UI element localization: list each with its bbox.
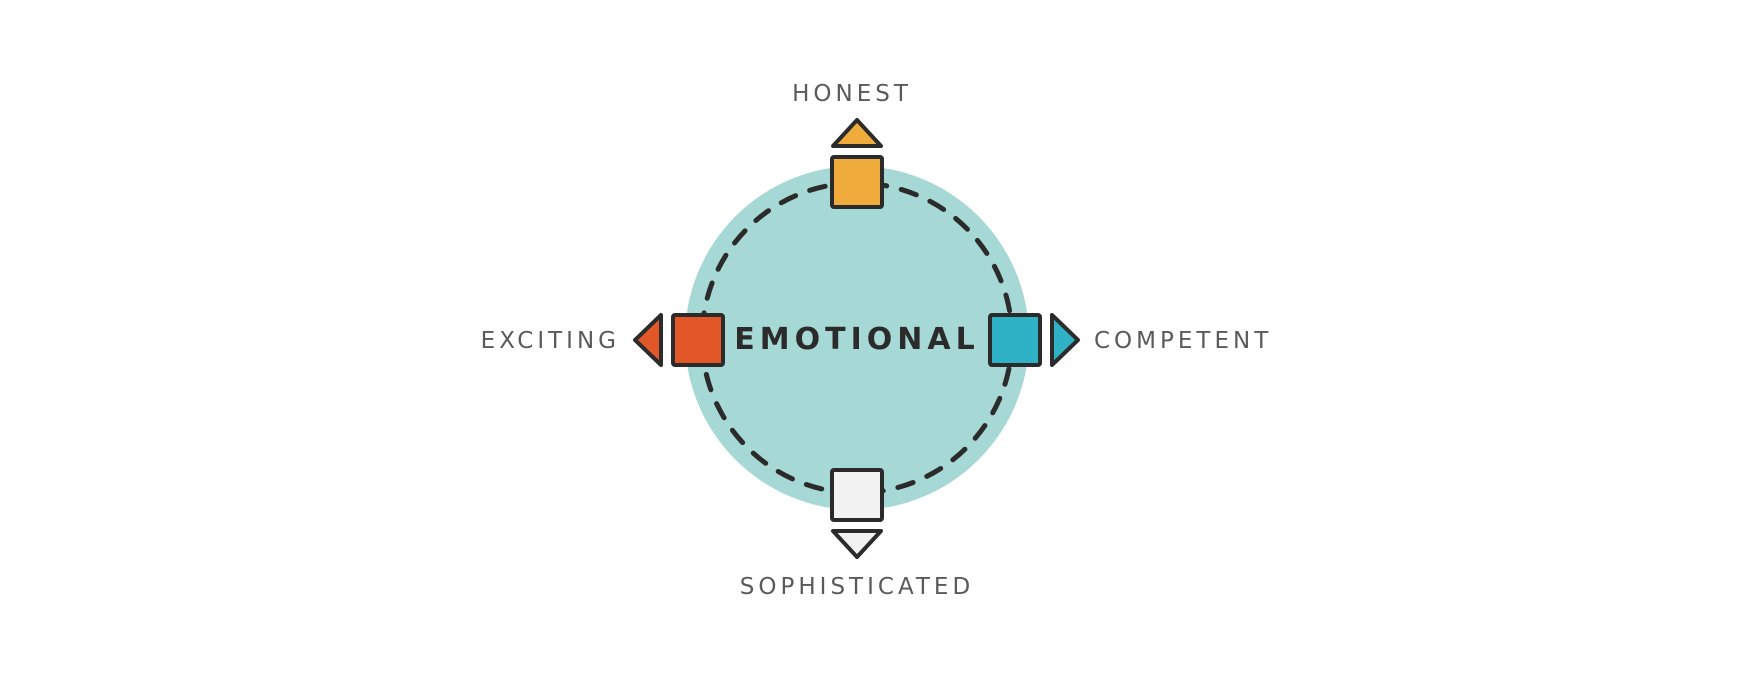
direction-sophisticated: SOPHISTICATED (740, 468, 974, 600)
direction-honest: HONEST (792, 81, 912, 209)
arrow-up-icon (831, 118, 883, 148)
node-square-competent (988, 313, 1042, 367)
direction-competent: COMPETENT (988, 313, 1272, 367)
node-square-honest (830, 155, 884, 209)
center-circle (685, 166, 1029, 510)
node-square-exciting (671, 313, 725, 367)
arrow-left-icon (633, 313, 663, 367)
center-label: EMOTIONAL (734, 322, 979, 357)
arrow-right-icon (1050, 313, 1080, 367)
label-honest: HONEST (792, 81, 912, 107)
arrow-down-icon (831, 529, 883, 559)
direction-exciting: EXCITING (481, 313, 725, 367)
label-competent: COMPETENT (1094, 328, 1272, 354)
label-exciting: EXCITING (481, 328, 620, 354)
label-sophisticated: SOPHISTICATED (740, 574, 974, 600)
node-square-sophisticated (830, 468, 884, 522)
